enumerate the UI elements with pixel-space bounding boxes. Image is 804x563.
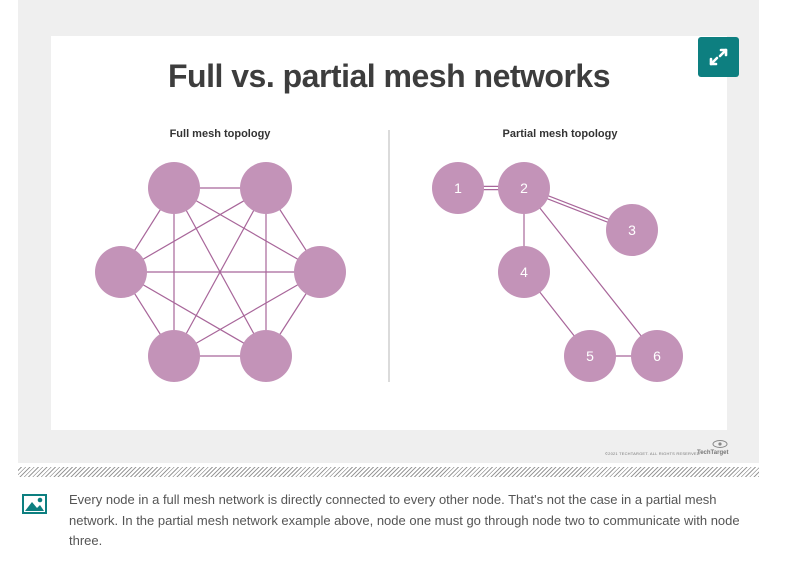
brand-name: TechTarget <box>697 450 729 456</box>
full-mesh-edge <box>173 187 321 273</box>
full-mesh-edge <box>120 187 267 273</box>
partial-mesh-node <box>498 162 550 214</box>
partial-mesh-label: Partial mesh topology <box>502 128 618 140</box>
partial-mesh-node <box>606 204 658 256</box>
techtarget-logo-icon <box>712 440 728 448</box>
full-mesh-node <box>148 330 200 382</box>
full-mesh-node <box>148 162 200 214</box>
partial-mesh-node-label: 4 <box>520 264 528 280</box>
full-mesh-node <box>240 162 292 214</box>
full-mesh-node <box>240 330 292 382</box>
expand-button[interactable] <box>698 37 739 77</box>
full-mesh-node <box>294 246 346 298</box>
full-mesh-edge <box>173 271 321 357</box>
figure-title: Full vs. partial mesh networks <box>167 58 611 94</box>
partial-mesh-node-label: 2 <box>520 180 528 196</box>
caption-divider <box>18 467 759 477</box>
partial-mesh-node-label: 3 <box>628 222 636 238</box>
expand-icon <box>709 48 728 66</box>
partial-mesh-edge <box>523 187 658 357</box>
partial-mesh-node-label: 1 <box>454 180 462 196</box>
copyright-notice: ©2021 TECHTARGET. ALL RIGHTS RESERVED <box>605 451 700 456</box>
partial-mesh-node <box>631 330 683 382</box>
full-mesh-label: Full mesh topology <box>169 128 271 140</box>
image-icon <box>22 494 47 514</box>
full-mesh-nodes <box>95 162 346 382</box>
full-mesh-node <box>95 246 147 298</box>
partial-mesh-node-label: 5 <box>586 348 594 364</box>
full-mesh-edges <box>120 187 321 357</box>
partial-mesh-node <box>564 330 616 382</box>
figure-caption: Every node in a full mesh network is dir… <box>69 492 740 548</box>
partial-mesh-node <box>498 246 550 298</box>
partial-mesh-node-label: 6 <box>653 348 661 364</box>
full-mesh-edge <box>120 271 267 357</box>
partial-mesh-nodes: 1 2 3 4 5 6 <box>432 162 683 382</box>
partial-mesh-node <box>432 162 484 214</box>
